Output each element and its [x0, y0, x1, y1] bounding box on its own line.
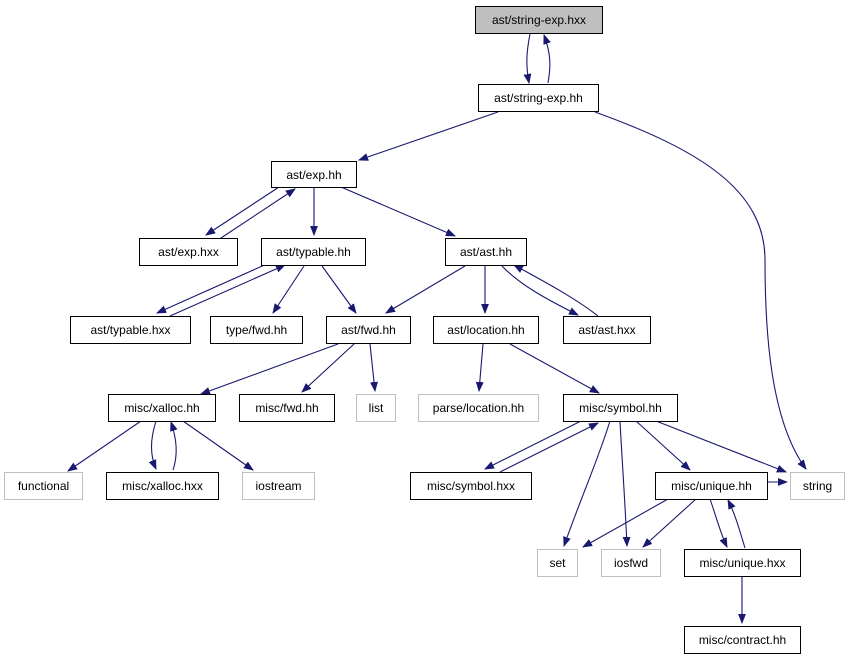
svg-text:misc/unique.hxx: misc/unique.hxx	[699, 556, 785, 570]
node-set[interactable]: set	[537, 549, 578, 577]
svg-text:ast/exp.hxx: ast/exp.hxx	[158, 245, 219, 259]
svg-text:ast/exp.hh: ast/exp.hh	[286, 168, 341, 182]
node-unique-hxx[interactable]: misc/unique.hxx	[684, 549, 801, 577]
edge-location-hh-to-parse-location-hh	[479, 343, 483, 391]
node-contract-hh[interactable]: misc/contract.hh	[684, 626, 801, 654]
edge-string-exp-hh-to-string	[594, 111, 806, 469]
node-exp-hh[interactable]: ast/exp.hh	[271, 161, 357, 188]
node-location-hh[interactable]: ast/location.hh	[433, 316, 539, 344]
node-ast-fwd-hh[interactable]: ast/fwd.hh	[326, 316, 411, 344]
edge-ast-fwd-hh-to-list	[369, 343, 375, 391]
svg-text:ast/ast.hh: ast/ast.hh	[460, 245, 512, 259]
svg-text:iostream: iostream	[255, 479, 301, 493]
node-string[interactable]: string	[790, 472, 845, 500]
svg-text:ast/location.hh: ast/location.hh	[447, 323, 524, 337]
svg-text:misc/xalloc.hh: misc/xalloc.hh	[124, 401, 199, 415]
edge-typable-hh-to-typable-hxx	[157, 262, 270, 314]
node-xalloc-hh[interactable]: misc/xalloc.hh	[108, 394, 216, 422]
node-type-fwd-hh[interactable]: type/fwd.hh	[210, 316, 303, 344]
edge-typable-hxx-to-typable-hh	[169, 264, 285, 317]
edge-string-exp-hh-to-string-exp-hxx	[544, 35, 550, 84]
edge-string-exp-hh-to-exp-hh	[359, 111, 499, 160]
node-ast-hh[interactable]: ast/ast.hh	[445, 238, 527, 266]
edge-xalloc-hh-to-functional	[68, 420, 142, 471]
svg-text:misc/xalloc.hxx: misc/xalloc.hxx	[122, 479, 203, 493]
edge-ast-hh-to-ast-hxx	[501, 265, 578, 315]
node-iosfwd[interactable]: iosfwd	[601, 549, 661, 577]
svg-text:ast/ast.hxx: ast/ast.hxx	[578, 323, 635, 337]
node-string-exp-hxx[interactable]: ast/string-exp.hxx	[475, 6, 603, 34]
node-unique-hh[interactable]: misc/unique.hh	[655, 472, 768, 500]
node-misc-fwd-hh[interactable]: misc/fwd.hh	[239, 394, 335, 422]
node-iostream[interactable]: iostream	[242, 472, 315, 500]
svg-text:list: list	[369, 401, 384, 415]
svg-text:ast/string-exp.hh: ast/string-exp.hh	[494, 91, 583, 105]
node-parse-location-hh[interactable]: parse/location.hh	[418, 394, 539, 422]
edge-xalloc-hh-to-xalloc-hxx	[152, 420, 157, 469]
edge-exp-hh-to-exp-hxx	[206, 186, 280, 235]
edge-ast-fwd-hh-to-misc-fwd-hh	[302, 343, 355, 392]
node-exp-hxx[interactable]: ast/exp.hxx	[139, 238, 238, 266]
edge-exp-hh-to-ast-hh	[340, 186, 455, 237]
edge-ast-hxx-to-ast-hh	[514, 265, 599, 317]
edge-typable-hh-to-ast-fwd-hh	[321, 265, 356, 313]
edge-location-hh-to-symbol-hh	[509, 343, 599, 393]
svg-text:set: set	[549, 556, 566, 570]
svg-text:iosfwd: iosfwd	[614, 556, 648, 570]
svg-text:misc/contract.hh: misc/contract.hh	[699, 633, 786, 647]
svg-text:type/fwd.hh: type/fwd.hh	[226, 323, 287, 337]
node-ast-hxx[interactable]: ast/ast.hxx	[563, 316, 651, 344]
edge-unique-hh-to-unique-hxx	[709, 498, 728, 547]
svg-text:misc/fwd.hh: misc/fwd.hh	[255, 401, 318, 415]
node-symbol-hxx[interactable]: misc/symbol.hxx	[410, 472, 532, 500]
edge-symbol-hxx-to-symbol-hh	[499, 423, 598, 473]
svg-text:ast/string-exp.hxx: ast/string-exp.hxx	[492, 13, 586, 27]
edge-unique-hxx-to-unique-hh	[728, 500, 746, 549]
edge-symbol-hh-to-iosfwd	[619, 420, 627, 546]
svg-text:ast/typable.hh: ast/typable.hh	[276, 245, 351, 259]
edge-unique-hh-to-set	[583, 498, 669, 547]
node-typable-hh[interactable]: ast/typable.hh	[261, 238, 366, 266]
svg-text:functional: functional	[18, 479, 69, 493]
node-xalloc-hxx[interactable]: misc/xalloc.hxx	[106, 472, 219, 500]
edge-xalloc-hh-to-iostream	[182, 420, 253, 470]
node-functional[interactable]: functional	[4, 472, 83, 500]
svg-text:misc/symbol.hh: misc/symbol.hh	[579, 401, 662, 415]
edge-ast-fwd-hh-to-xalloc-hh	[201, 343, 339, 394]
svg-text:misc/unique.hh: misc/unique.hh	[671, 479, 752, 493]
edge-xalloc-hxx-to-xalloc-hh	[171, 422, 176, 471]
node-list[interactable]: list	[356, 394, 396, 422]
edge-unique-hh-to-iosfwd	[643, 498, 697, 547]
edge-string-exp-hxx-to-string-exp-hh	[527, 33, 530, 83]
node-typable-hxx[interactable]: ast/typable.hxx	[70, 316, 191, 344]
edge-symbol-hh-to-symbol-hxx	[485, 420, 582, 469]
svg-text:ast/typable.hxx: ast/typable.hxx	[90, 323, 170, 337]
svg-text:misc/symbol.hxx: misc/symbol.hxx	[427, 479, 515, 493]
svg-text:ast/fwd.hh: ast/fwd.hh	[341, 323, 396, 337]
edge-ast-hh-to-ast-fwd-hh	[386, 265, 466, 313]
edge-symbol-hh-to-set	[564, 420, 611, 546]
svg-text:parse/location.hh: parse/location.hh	[433, 401, 524, 415]
edge-typable-hh-to-type-fwd-hh	[273, 265, 305, 313]
svg-text:string: string	[803, 479, 832, 493]
edge-exp-hxx-to-exp-hh	[220, 189, 295, 239]
node-string-exp-hh[interactable]: ast/string-exp.hh	[478, 84, 599, 112]
edge-symbol-hh-to-unique-hh	[635, 420, 690, 470]
node-symbol-hh[interactable]: misc/symbol.hh	[563, 394, 678, 422]
edge-symbol-hh-to-string	[655, 420, 786, 473]
